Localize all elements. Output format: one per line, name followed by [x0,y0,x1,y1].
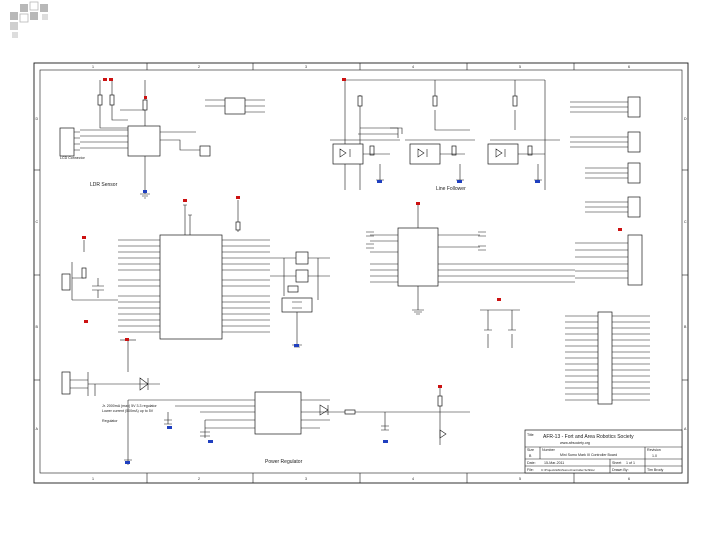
file-label: File: [527,468,534,472]
column-label-4-bottom: 4 [412,477,414,481]
column-label-6-bottom: 6 [628,477,630,481]
column-label-4: 4 [412,65,414,69]
revision-value: 1.0 [652,454,657,458]
microcontroller-ic [159,234,223,340]
row-label-c: C [36,220,39,224]
right-connectors [565,96,650,405]
column-label-3-bottom: 3 [305,477,307,481]
revision-label: Revision [647,448,661,452]
ldr-sensor-label: LDR Sensor [90,182,118,188]
regulator-note: Jr. 2000mA (max) 5V 3.3 regulator Lower … [102,404,158,423]
size-value: B [529,454,532,458]
power-regulator-section: Power Regulator [124,388,470,465]
line-follower-section: Line Follower [330,79,560,192]
drawn-by-value: Tim Brody [647,468,663,472]
column-label-6: 6 [628,65,630,69]
lcd-connector-header [59,127,75,157]
drawing-title: AFR-13 - Fort and Area Robotics Society [543,434,634,440]
column-label-1: 1 [92,65,94,69]
power-flags [82,78,622,388]
title-label: Title [527,433,534,437]
expansion-header [597,311,613,405]
row-label-b-right: B [684,325,687,329]
corner-decoration [10,1,48,38]
lcd-connector-label: LCD Connector [60,156,86,160]
line-sensor-3 [487,143,519,165]
regulator-ic [254,391,302,435]
row-label-b: B [36,325,39,329]
row-label-c-right: C [684,220,687,224]
row-label-d-right: D [684,117,687,121]
title-block: Title AFR-13 - Fort and Area Robotics So… [524,429,683,474]
row-label-a-right: A [684,427,687,431]
column-label-5: 5 [519,65,521,69]
power-switch [61,371,71,395]
drawing-url: www.afrsociety.org [560,441,590,445]
sheet-inner-frame [39,69,683,474]
line-sensor-2 [409,143,441,165]
power-regulator-label: Power Regulator [265,459,303,465]
crystal-section [270,251,330,348]
date-label: Date: [527,461,536,465]
serial-transceiver-section [366,205,575,348]
regulator-note-line-2: Lower current (500mA) up to 5V [102,409,154,413]
row-label-a: A [36,427,39,431]
regulator-note-line-3: Regulator [102,419,118,423]
row-markers: D C B A D C B A [34,117,688,431]
number-label: Number [542,448,556,452]
column-label-5-bottom: 5 [519,477,521,481]
line-sensor-1 [332,143,364,165]
sheet-outer-frame [33,62,689,484]
ldr-opamp-ic [127,125,161,157]
column-label-2: 2 [198,65,200,69]
number-value: Mini Sumo Mark III Controller Board [560,453,617,457]
drawn-by-label: Drawn By: [612,468,629,472]
motor-switch-section [61,339,160,396]
sheet-label: Sheet [612,461,621,465]
date-value: 15-Mar-2011 [544,461,564,465]
column-label-2-bottom: 2 [198,477,200,481]
file-value: C:\Projects\MiniSumo\Controller.SchDoc [541,468,595,472]
serial-db9-connector [627,234,643,286]
sheet-value: 1 of 1 [626,461,635,465]
column-label-1-bottom: 1 [92,477,94,481]
size-label: Size [527,448,534,452]
microcontroller-section [61,200,270,340]
rs232-ic [397,227,439,287]
ground-symbols [125,180,540,464]
line-follower-label: Line Follower [436,186,466,192]
column-label-3: 3 [305,65,307,69]
row-label-d: D [36,117,39,121]
regulator-note-line-1: Jr. 2000mA (max) 5V 3.3 regulator [102,404,158,408]
column-markers: 1 2 3 4 5 6 1 2 3 4 5 6 [92,63,630,483]
ldr-sensor-section: LDR Sensor LCD Connector [59,80,265,199]
